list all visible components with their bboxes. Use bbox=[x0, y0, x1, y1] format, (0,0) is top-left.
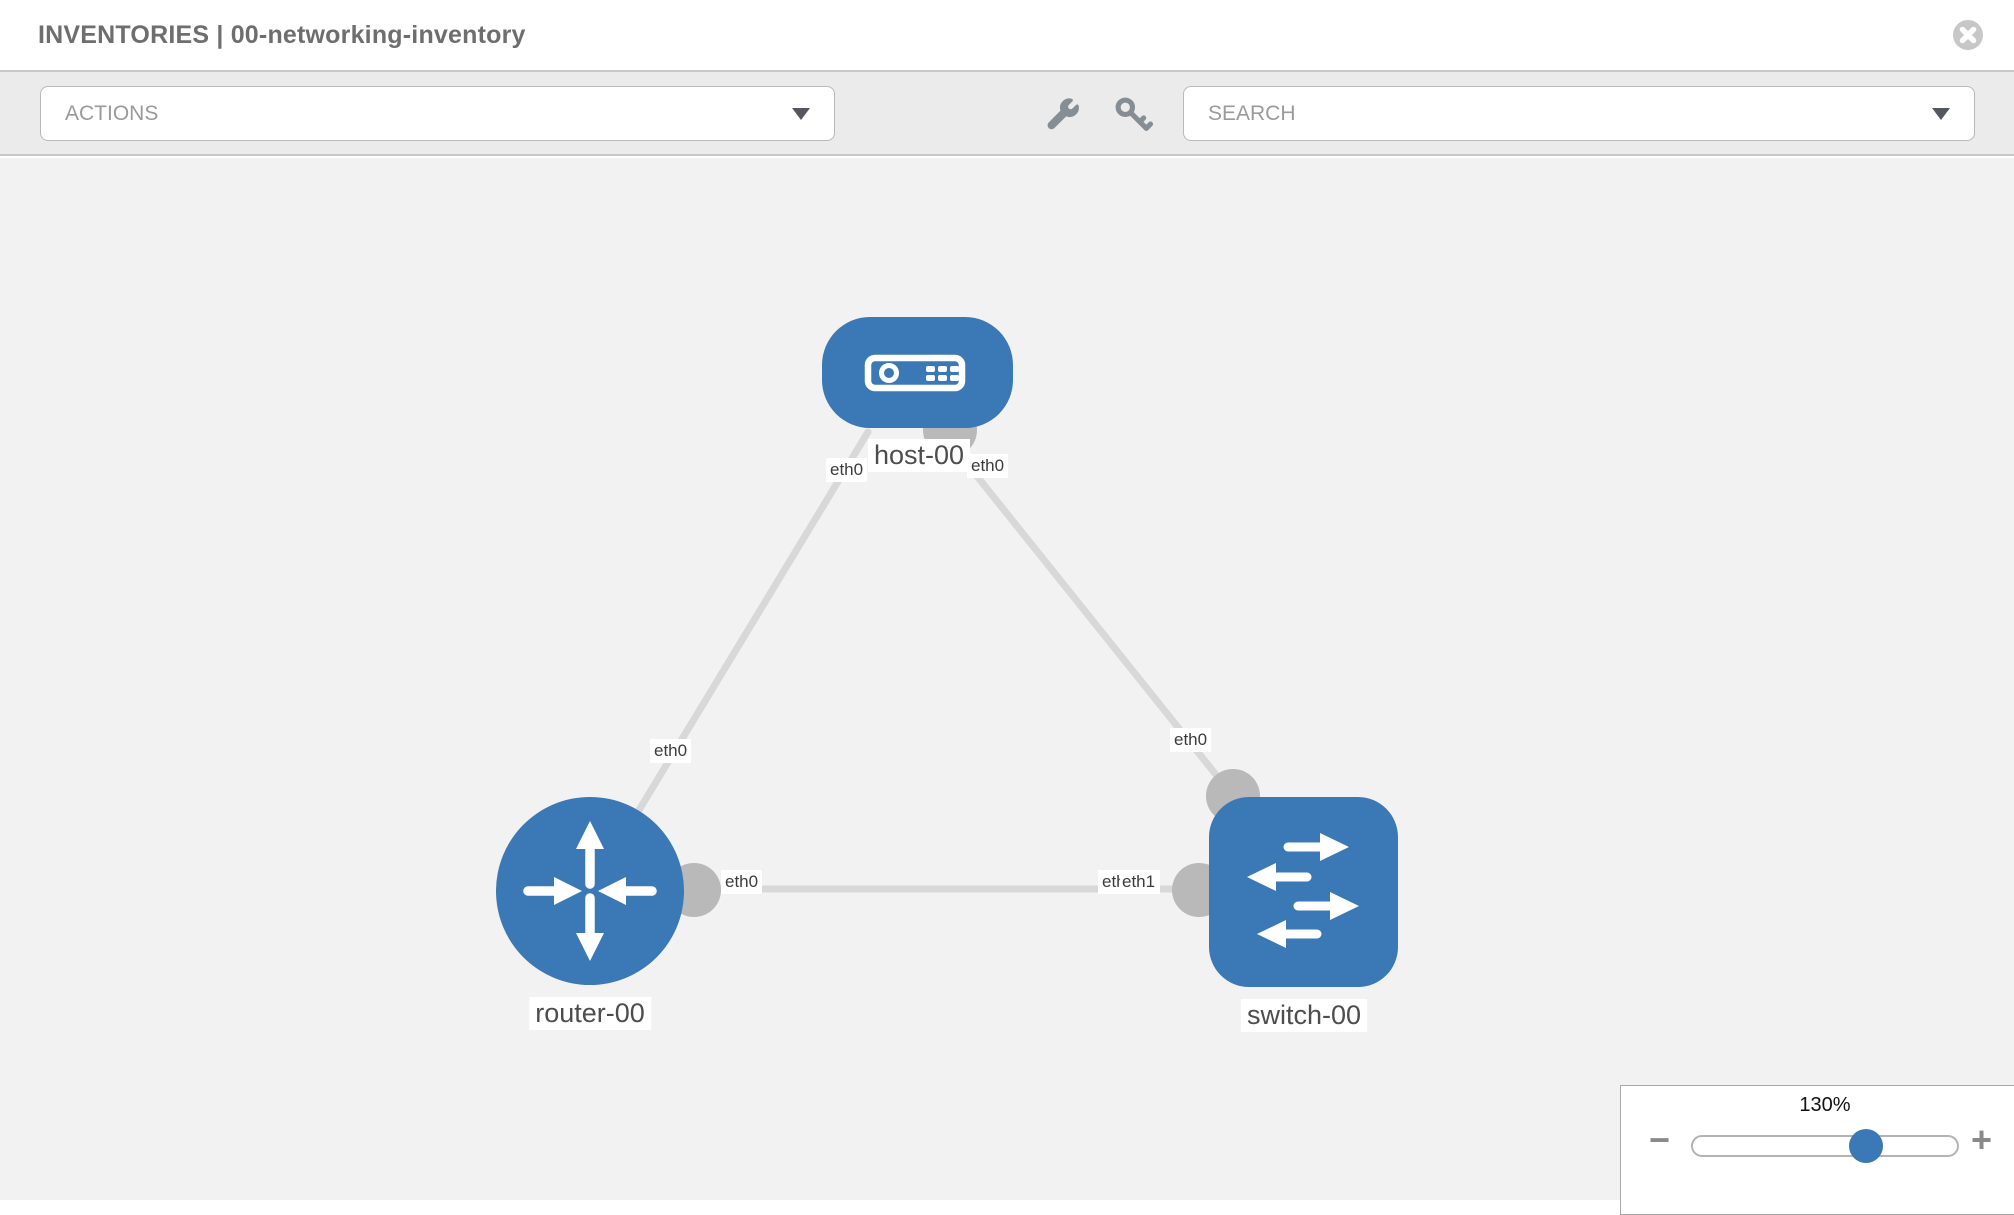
node-label-switch-00: switch-00 bbox=[1240, 999, 1368, 1032]
node-label-host-00: host-00 bbox=[867, 439, 971, 472]
node-switch-00[interactable] bbox=[1209, 797, 1398, 987]
iface-label-host-router-host-end: eth0 bbox=[826, 458, 868, 482]
wrench-icon bbox=[1047, 98, 1079, 130]
zoom-panel: 130% − + bbox=[1620, 1085, 2014, 1215]
topology-graph bbox=[496, 317, 1398, 987]
switch-icon bbox=[1247, 833, 1359, 948]
iface-label-router-switch-switch-end-group: eth0 eth1 bbox=[1098, 870, 1170, 894]
node-host-00[interactable] bbox=[822, 317, 1013, 428]
topology-canvas[interactable]: host-00 router-00 switch-00 eth0 eth0 et… bbox=[0, 158, 2014, 1215]
actions-dropdown[interactable]: ACTIONS bbox=[40, 86, 835, 141]
actions-dropdown-label: ACTIONS bbox=[65, 101, 159, 125]
iface-label-host-router-router-end: eth0 bbox=[650, 739, 692, 763]
zoom-level-value: 130% bbox=[1799, 1094, 1851, 1116]
zoom-slider[interactable] bbox=[1691, 1129, 1959, 1163]
iface-label-host-switch-switch-end: eth0 bbox=[1170, 728, 1212, 752]
node-label-router-00: router-00 bbox=[529, 997, 651, 1030]
key-manage-wrench-button[interactable] bbox=[1044, 96, 1082, 139]
iface-label-switch-eth1-over: eth1 bbox=[1120, 870, 1161, 894]
iface-label-router-switch-router-end: eth0 bbox=[721, 870, 763, 894]
iface-label-host-switch-host-end: eth0 bbox=[967, 454, 1009, 478]
zoom-slider-thumb[interactable] bbox=[1849, 1129, 1883, 1163]
page-title: INVENTORIES | 00-networking-inventory bbox=[38, 20, 526, 49]
close-icon bbox=[1953, 20, 1983, 50]
zoom-in-button[interactable]: + bbox=[1971, 1119, 1993, 1160]
toolbar: ACTIONS SEARCH bbox=[0, 72, 2014, 156]
zoom-out-button[interactable]: − bbox=[1649, 1119, 1671, 1160]
header: INVENTORIES | 00-networking-inventory bbox=[0, 0, 2014, 72]
router-icon bbox=[523, 821, 657, 961]
chevron-down-icon bbox=[792, 107, 810, 120]
node-router-00[interactable] bbox=[496, 797, 684, 985]
key-icon bbox=[1115, 97, 1154, 131]
close-button[interactable] bbox=[1952, 19, 1984, 51]
search-dropdown[interactable]: SEARCH bbox=[1183, 86, 1975, 141]
key-button[interactable] bbox=[1112, 94, 1154, 141]
host-icon bbox=[864, 354, 966, 392]
chevron-down-icon bbox=[1932, 107, 1950, 120]
search-dropdown-label: SEARCH bbox=[1208, 101, 1296, 125]
